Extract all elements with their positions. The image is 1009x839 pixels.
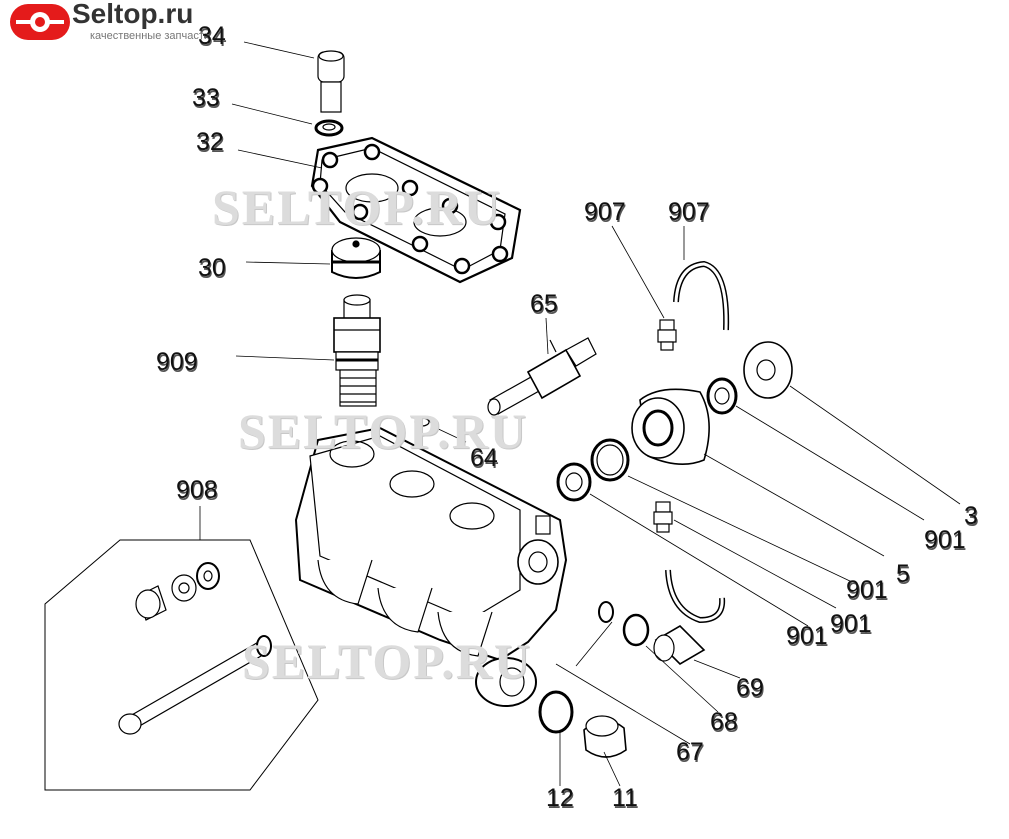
callout-30: 30 (198, 254, 226, 282)
callout-3: 3 (964, 502, 978, 530)
part-908-kit-outline (44, 539, 319, 791)
callout-901: 901 (924, 526, 966, 554)
callout-12: 12 (546, 784, 574, 812)
part-65-shaft (487, 337, 597, 416)
part-33-washer (314, 119, 344, 137)
callout-11: 11 (612, 784, 638, 812)
callout-908: 908 (176, 476, 218, 504)
part-907-tube (673, 260, 730, 331)
callout-68: 68 (710, 708, 738, 736)
watermark: SELTOP.RU (212, 179, 502, 235)
part-manifold-body (294, 426, 568, 707)
callout-907: 907 (668, 198, 710, 226)
part-68-ring (622, 613, 650, 647)
part-69-plug (653, 624, 706, 666)
callout-901: 901 (830, 610, 872, 638)
part-901-seal-a (706, 377, 738, 415)
part-67-oring (598, 601, 614, 623)
part-30-valve-cap (331, 237, 381, 279)
callout-901: 901 (786, 622, 828, 650)
callout-65: 65 (530, 290, 558, 318)
callout-901: 901 (846, 576, 888, 604)
part-901-fitting (653, 501, 673, 533)
callout-33: 33 (192, 84, 220, 112)
part-901-tube (665, 569, 726, 624)
callout-67: 67 (676, 738, 704, 766)
part-11-plug (583, 715, 627, 758)
brand-name: Seltop.ru (72, 0, 194, 29)
callout-34: 34 (198, 22, 226, 50)
part-908-bolt (118, 635, 272, 735)
part-34-screw (317, 50, 345, 113)
part-12-oring (538, 690, 574, 734)
leader-lines (199, 41, 961, 787)
part-5-housing (631, 388, 710, 465)
part-32-cover-plate (310, 136, 522, 284)
part-901-oring-b (590, 438, 630, 482)
part-907-fitting (657, 319, 677, 351)
part-908-cap-nut (135, 562, 220, 621)
wrench-icon (10, 4, 70, 40)
part-64-plug (414, 417, 437, 437)
watermark: SELTOP.RU (238, 403, 528, 459)
callout-5: 5 (896, 560, 910, 588)
callout-64: 64 (470, 444, 498, 472)
callout-32: 32 (196, 128, 224, 156)
callout-69: 69 (736, 674, 764, 702)
watermark: SELTOP.RU (242, 633, 532, 689)
brand-tagline: качественные запчасти (90, 30, 211, 42)
part-909-unloader (333, 294, 381, 407)
callout-909: 909 (156, 348, 198, 376)
part-901-seal-c (556, 462, 592, 502)
brand-logo[interactable]: Seltop.ru качественные запчасти (6, 0, 266, 44)
part-3-ring (743, 341, 793, 399)
callout-907: 907 (584, 198, 626, 226)
